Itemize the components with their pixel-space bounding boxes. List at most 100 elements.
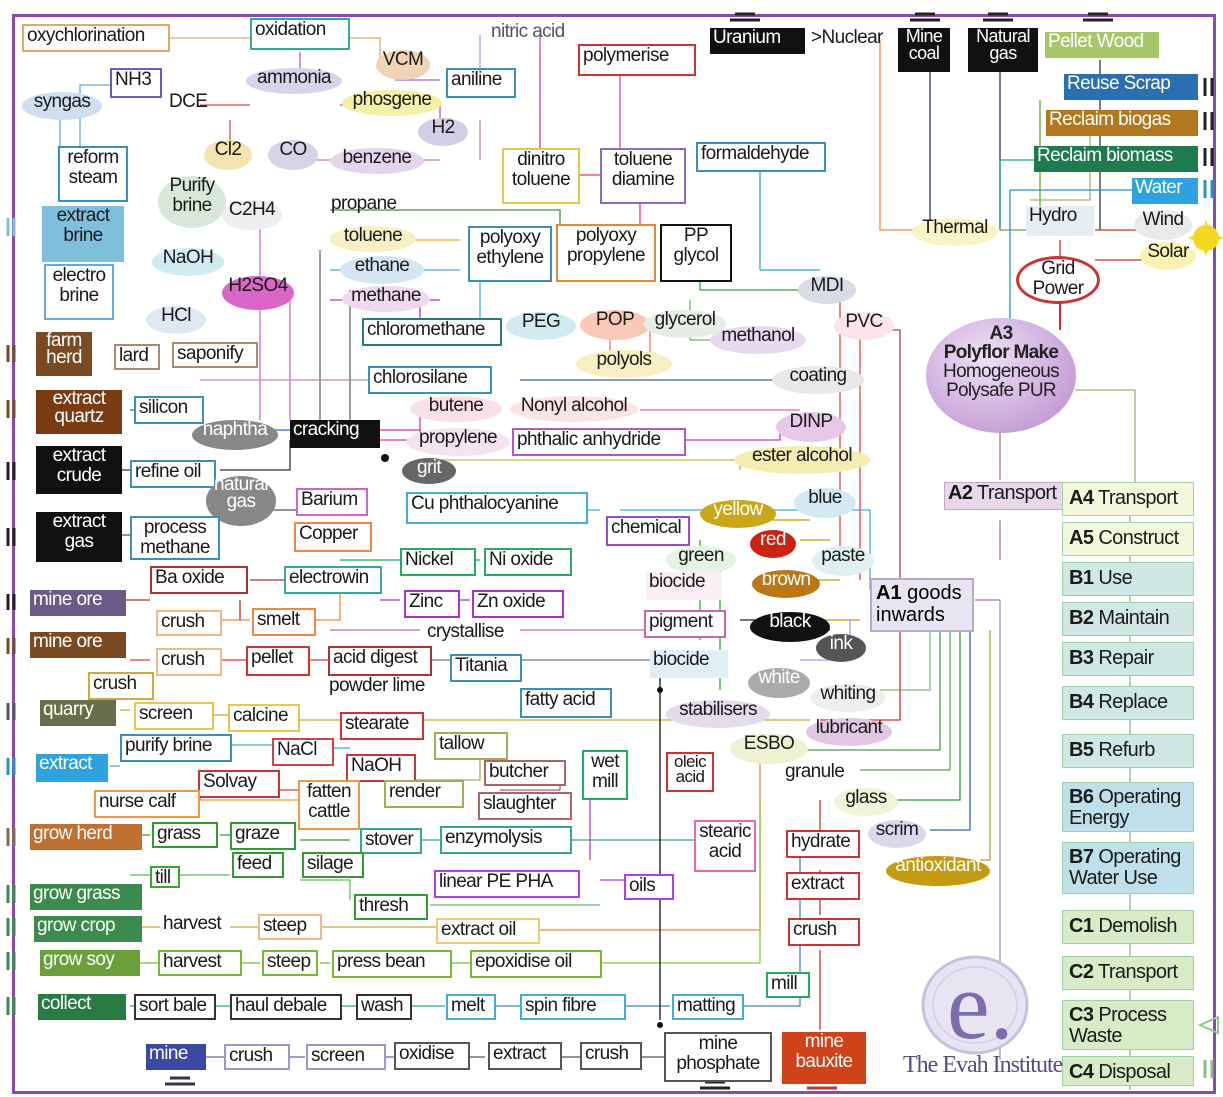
node-ba-oxide[interactable]: Ba oxide	[150, 566, 248, 594]
node-harvest2[interactable]: harvest	[158, 950, 242, 976]
a2-transport-node[interactable]: A2 Transport	[944, 482, 1066, 510]
node-chemical[interactable]: chemical	[606, 516, 690, 546]
node-lard[interactable]: lard	[114, 344, 160, 370]
node-purify-brine[interactable]: Purify brine	[158, 176, 226, 228]
node-chlorosilane[interactable]: chlorosilane	[368, 366, 492, 394]
node-harvest1[interactable]: harvest	[163, 913, 222, 934]
node-benzene[interactable]: benzene	[330, 148, 424, 174]
node-wet-mill[interactable]: wet mill	[582, 750, 628, 800]
node-phthalic-anhydride[interactable]: phthalic anhydride	[512, 428, 686, 456]
node-nacl[interactable]: NaCl	[272, 738, 334, 766]
node-nitric-acid[interactable]: nitric acid	[491, 21, 565, 42]
node-mine-coal[interactable]: Mine coal	[898, 27, 950, 72]
node-paste[interactable]: paste	[812, 546, 874, 576]
node-titania[interactable]: Titania	[450, 654, 522, 682]
node-polymerise[interactable]: polymerise	[578, 44, 696, 76]
node-crush3[interactable]: crush	[88, 672, 154, 700]
node-epoxidise-oil[interactable]: epoxidise oil	[470, 950, 602, 978]
node-extract-blue[interactable]: extract	[36, 754, 108, 782]
node-naphtha[interactable]: naphtha	[192, 420, 278, 450]
node-whiting[interactable]: whiting	[810, 684, 886, 712]
node-glass[interactable]: glass	[834, 788, 898, 816]
node-grow-herd[interactable]: grow herd	[30, 824, 142, 850]
node-melt[interactable]: melt	[446, 994, 496, 1020]
node-ethane[interactable]: ethane	[340, 256, 424, 284]
node-crush2[interactable]: crush	[156, 648, 222, 676]
node-ink[interactable]: ink	[816, 634, 866, 662]
node-wind[interactable]: Wind	[1134, 210, 1192, 240]
node-nonyl-alcohol[interactable]: Nonyl alcohol	[510, 396, 638, 422]
node-h2[interactable]: H2	[418, 118, 468, 146]
node-crush1[interactable]: crush	[156, 610, 222, 636]
node-toluene-diamine[interactable]: toluene diamine	[600, 148, 686, 204]
node-dinitro-toluene[interactable]: dinitro toluene	[502, 148, 580, 204]
node-syngas[interactable]: syngas	[22, 92, 102, 120]
node-hcl[interactable]: HCl	[146, 306, 206, 334]
node-antioxidant[interactable]: antioxidant	[886, 856, 990, 886]
node-co[interactable]: CO	[268, 140, 318, 170]
node-pop[interactable]: POP	[580, 310, 650, 340]
node-extract-quartz[interactable]: extract quartz	[36, 389, 122, 434]
node-sort-bale[interactable]: sort bale	[134, 994, 216, 1020]
node-methane[interactable]: methane	[342, 286, 430, 312]
node-polyoxy-ethylene[interactable]: polyoxy ethylene	[468, 226, 552, 282]
node-mine-blue[interactable]: mine	[146, 1044, 206, 1070]
node-glycerol[interactable]: glycerol	[644, 310, 726, 338]
node-reclaim-biomass[interactable]: Reclaim biomass	[1034, 146, 1198, 172]
node-toluene[interactable]: toluene	[330, 226, 416, 252]
node-pigment[interactable]: pigment	[644, 610, 726, 638]
node-ni-oxide[interactable]: Ni oxide	[484, 548, 572, 576]
node-wash[interactable]: wash	[356, 994, 412, 1020]
node-press-bean[interactable]: press bean	[332, 950, 452, 978]
node-extract-crude[interactable]: extract crude	[36, 446, 122, 494]
node-ester-alcohol[interactable]: ester alcohol	[734, 446, 870, 474]
node-reclaim-biogas[interactable]: Reclaim biogas	[1046, 110, 1198, 136]
stage-b7[interactable]: B7 Operating Water Use	[1062, 842, 1194, 894]
node-green[interactable]: green	[666, 546, 736, 574]
node-lubricant[interactable]: lubricant	[806, 718, 892, 746]
node-stearate[interactable]: stearate	[340, 712, 424, 740]
node-butcher[interactable]: butcher	[484, 760, 566, 786]
node-stabilisers[interactable]: stabilisers	[666, 700, 770, 728]
node-brown[interactable]: brown	[752, 570, 820, 598]
stage-b4[interactable]: B4 Replace	[1062, 686, 1194, 720]
node-cu-phthalocyanine[interactable]: Cu phthalocyanine	[406, 492, 588, 524]
node-pellet-wood[interactable]: Pellet Wood	[1045, 32, 1159, 58]
node-reuse-scrap[interactable]: Reuse Scrap	[1064, 74, 1198, 100]
node-formaldehyde[interactable]: formaldehyde	[696, 142, 826, 172]
node-peg[interactable]: PEG	[506, 312, 576, 340]
node-reform-steam[interactable]: reform steam	[58, 146, 128, 202]
node-pvc[interactable]: PVC	[834, 312, 894, 340]
node-biocide1[interactable]: biocide	[646, 572, 722, 600]
node-oxychlorination[interactable]: oxychlorination	[22, 24, 170, 52]
node-oleic-acid[interactable]: oleic acid	[666, 752, 714, 792]
node-methanol[interactable]: methanol	[710, 326, 806, 354]
node-crystallise[interactable]: crystallise	[427, 621, 504, 642]
node-farm-herd[interactable]: farm herd	[36, 331, 92, 376]
node-pp-glycol[interactable]: PP glycol	[660, 224, 732, 282]
node-natural-gas-top[interactable]: Natural gas	[968, 27, 1038, 72]
stage-b6[interactable]: B6 Operating Energy	[1062, 782, 1194, 832]
node-mine-phosphate[interactable]: mine phosphate	[664, 1032, 772, 1082]
node-grit[interactable]: grit	[402, 458, 456, 484]
node-red[interactable]: red	[750, 530, 796, 558]
node-solvay[interactable]: Solvay	[198, 770, 280, 798]
node-zinc[interactable]: Zinc	[404, 590, 460, 618]
node-silage[interactable]: silage	[302, 852, 364, 878]
node-render[interactable]: render	[384, 780, 464, 808]
node-oxidise[interactable]: oxidise	[394, 1042, 470, 1070]
node-h2so4[interactable]: H2SO4	[222, 276, 294, 310]
node-mine-bauxite[interactable]: mine bauxite	[782, 1032, 866, 1084]
stage-c4[interactable]: C4 Disposal	[1062, 1056, 1194, 1086]
node-extract3[interactable]: extract	[488, 1042, 562, 1070]
node-crush4[interactable]: crush	[788, 918, 860, 946]
node-white[interactable]: white	[748, 668, 810, 698]
node-process-methane[interactable]: process methane	[130, 516, 220, 560]
node-steep1[interactable]: steep	[258, 914, 322, 940]
node-purify-brine2[interactable]: purify brine	[120, 734, 232, 762]
node-barium[interactable]: Barium	[296, 488, 368, 516]
node-graze[interactable]: graze	[230, 822, 296, 850]
node-phosgene[interactable]: phosgene	[342, 90, 442, 116]
node-c2h4[interactable]: C2H4	[222, 200, 282, 230]
node-steep2[interactable]: steep	[262, 950, 318, 976]
